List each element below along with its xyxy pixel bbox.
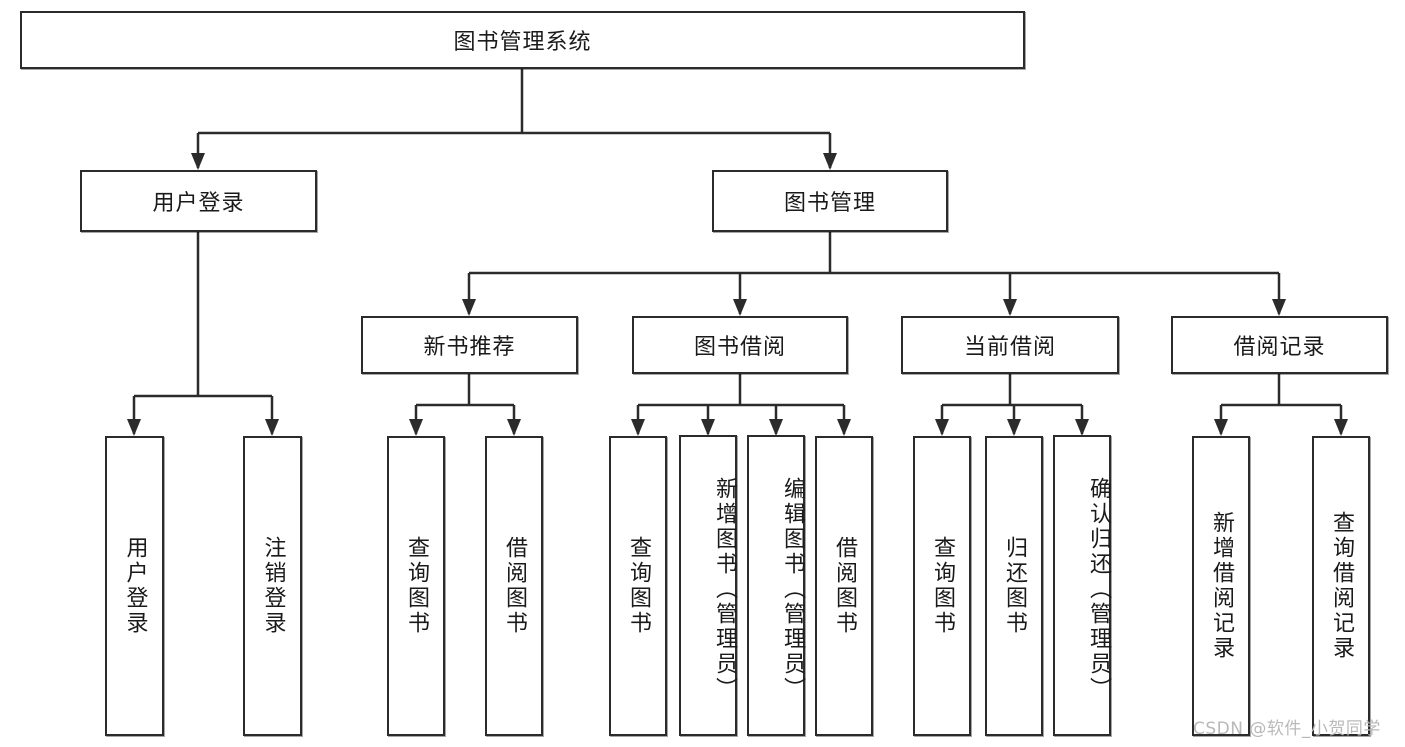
node-root[interactable]: 图书管理系统 bbox=[20, 11, 1025, 69]
arrow-head-root-to-level1-0 bbox=[191, 153, 205, 170]
node-label-book-borrow: 图书借阅 bbox=[693, 335, 786, 360]
node-label-leaf-return-book: 归还图书 bbox=[1002, 536, 1027, 636]
node-leaf-user-logout[interactable]: 注销登录 bbox=[243, 436, 302, 736]
arrow-head-bookborrow-to-leaves-0 bbox=[631, 419, 645, 436]
node-leaf-query-book-br[interactable]: 查询图书 bbox=[609, 436, 667, 736]
arrow-head-borrowrecord-to-leaves-0 bbox=[1214, 419, 1228, 436]
node-leaf-user-login[interactable]: 用户登录 bbox=[105, 436, 164, 736]
node-label-new-book-rec: 新书推荐 bbox=[423, 335, 516, 360]
node-label-leaf-query-book-br: 查询图书 bbox=[626, 536, 651, 636]
node-label-leaf-confirm-return: 确认归还（管理员） bbox=[1086, 477, 1111, 702]
arrow-head-bookborrow-to-leaves-2 bbox=[769, 419, 783, 436]
arrow-head-borrowrecord-to-leaves-1 bbox=[1334, 419, 1348, 436]
arrow-head-userlogin-to-leaves-1 bbox=[265, 419, 279, 436]
node-user-login[interactable]: 用户登录 bbox=[80, 170, 317, 232]
arrow-head-newbookrec-to-leaves-0 bbox=[409, 419, 423, 436]
arrow-head-currentborrow-to-leaves-0 bbox=[935, 419, 949, 436]
node-new-book-rec[interactable]: 新书推荐 bbox=[361, 316, 578, 374]
node-current-borrow[interactable]: 当前借阅 bbox=[901, 316, 1119, 374]
node-leaf-query-book-rec[interactable]: 查询图书 bbox=[387, 436, 445, 736]
node-label-root: 图书管理系统 bbox=[453, 30, 592, 55]
node-leaf-edit-book[interactable]: 编辑图书（管理员） bbox=[747, 435, 805, 736]
csdn-watermark: CSDN @软件_小贺同学 bbox=[1193, 719, 1381, 739]
arrow-head-bookborrow-to-leaves-3 bbox=[837, 419, 851, 436]
node-leaf-confirm-return[interactable]: 确认归还（管理员） bbox=[1053, 435, 1111, 736]
node-label-leaf-user-login: 用户登录 bbox=[122, 536, 148, 636]
node-leaf-query-book-cb[interactable]: 查询图书 bbox=[913, 436, 971, 736]
node-label-leaf-user-logout: 注销登录 bbox=[260, 536, 286, 636]
node-label-leaf-borrow-book-rec: 借阅图书 bbox=[502, 536, 527, 636]
arrow-head-bookmanage-to-level2-1 bbox=[733, 299, 747, 316]
arrow-head-root-to-level1-1 bbox=[823, 153, 837, 170]
node-label-leaf-edit-book: 编辑图书（管理员） bbox=[780, 477, 805, 702]
node-leaf-add-record[interactable]: 新增借阅记录 bbox=[1192, 436, 1250, 736]
node-label-leaf-query-record: 查询借阅记录 bbox=[1329, 511, 1354, 661]
node-label-borrow-record: 借阅记录 bbox=[1233, 335, 1326, 360]
arrow-head-newbookrec-to-leaves-1 bbox=[507, 419, 521, 436]
node-label-current-borrow: 当前借阅 bbox=[963, 335, 1056, 360]
arrow-head-bookmanage-to-level2-2 bbox=[1003, 299, 1017, 316]
node-leaf-add-book[interactable]: 新增图书（管理员） bbox=[679, 435, 737, 736]
node-book-manage[interactable]: 图书管理 bbox=[712, 170, 948, 232]
arrow-head-currentborrow-to-leaves-1 bbox=[1007, 419, 1021, 436]
arrow-head-bookmanage-to-level2-0 bbox=[462, 299, 476, 316]
node-label-book-manage: 图书管理 bbox=[783, 191, 876, 216]
node-borrow-record[interactable]: 借阅记录 bbox=[1171, 316, 1388, 374]
arrow-head-userlogin-to-leaves-0 bbox=[127, 419, 141, 436]
node-label-leaf-query-book-rec: 查询图书 bbox=[404, 536, 429, 636]
arrow-head-bookborrow-to-leaves-1 bbox=[701, 419, 715, 436]
node-leaf-borrow-book-br[interactable]: 借阅图书 bbox=[815, 436, 873, 736]
node-label-leaf-query-book-cb: 查询图书 bbox=[930, 536, 955, 636]
arrow-head-bookmanage-to-level2-3 bbox=[1272, 299, 1286, 316]
node-label-leaf-add-record: 新增借阅记录 bbox=[1209, 511, 1234, 661]
node-label-leaf-add-book: 新增图书（管理员） bbox=[712, 477, 737, 702]
arrow-head-currentborrow-to-leaves-2 bbox=[1075, 419, 1089, 436]
node-label-leaf-borrow-book-br: 借阅图书 bbox=[832, 536, 857, 636]
node-book-borrow[interactable]: 图书借阅 bbox=[632, 316, 848, 374]
node-leaf-borrow-book-rec[interactable]: 借阅图书 bbox=[485, 436, 543, 736]
node-leaf-query-record[interactable]: 查询借阅记录 bbox=[1312, 436, 1370, 736]
node-leaf-return-book[interactable]: 归还图书 bbox=[985, 436, 1043, 736]
node-label-user-login: 用户登录 bbox=[152, 191, 245, 216]
